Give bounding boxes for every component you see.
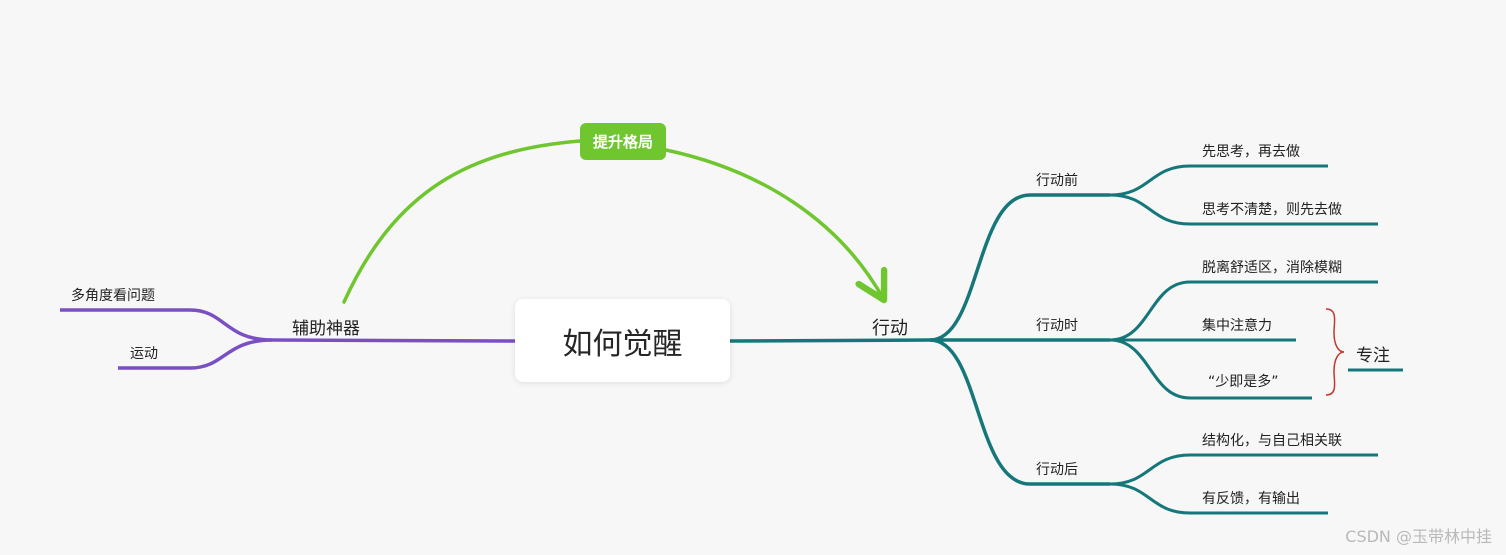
after-child-2[interactable]: 有反馈，有输出 — [1202, 491, 1300, 507]
link-aux-to-angles — [60, 308, 273, 342]
relation-badge[interactable]: 提升格局 — [580, 123, 666, 160]
aux-child-angles[interactable]: 多角度看问题 — [71, 288, 155, 304]
group-after[interactable]: 行动后 — [1036, 462, 1078, 478]
link-after-child-1 — [1109, 453, 1378, 486]
aux-child-exercise[interactable]: 运动 — [130, 346, 158, 362]
link-central-to-action — [729, 338, 931, 343]
central-topic[interactable]: 如何觉醒 — [515, 299, 730, 382]
after-child-1[interactable]: 结构化，与自己相关联 — [1202, 433, 1342, 449]
link-central-to-aux — [271, 338, 516, 343]
link-during-child-3 — [1109, 338, 1312, 400]
watermark: CSDN @玉带林中挂 — [1345, 527, 1492, 546]
during-child-2[interactable]: 集中注意力 — [1202, 318, 1272, 334]
link-action-to-before — [929, 193, 1110, 342]
link-after-child-2 — [1109, 482, 1328, 515]
group-before[interactable]: 行动前 — [1036, 173, 1078, 189]
relation-badge-label: 提升格局 — [592, 133, 653, 151]
before-child-1[interactable]: 先思考，再去做 — [1202, 144, 1300, 160]
group-during[interactable]: 行动时 — [1036, 318, 1078, 334]
relation-curve-arrow — [664, 148, 884, 300]
central-topic-label: 如何觉醒 — [562, 326, 683, 362]
action-topic[interactable]: 行动 — [872, 318, 908, 339]
relation-curve — [342, 139, 582, 304]
link-before-child-1 — [1109, 164, 1328, 197]
summary-brace — [1325, 308, 1345, 396]
during-child-3[interactable]: “少即是多” — [1208, 374, 1279, 390]
before-child-2[interactable]: 思考不清楚，则先去做 — [1202, 202, 1342, 218]
link-aux-to-exercise — [118, 338, 273, 370]
link-before-child-2 — [1109, 193, 1378, 226]
link-action-to-after — [929, 338, 1110, 486]
link-during-child-1 — [1109, 280, 1378, 342]
during-child-1[interactable]: 脱离舒适区，消除模糊 — [1202, 260, 1342, 276]
summary-label[interactable]: 专注 — [1356, 346, 1390, 366]
aux-topic[interactable]: 辅助神器 — [292, 319, 360, 339]
